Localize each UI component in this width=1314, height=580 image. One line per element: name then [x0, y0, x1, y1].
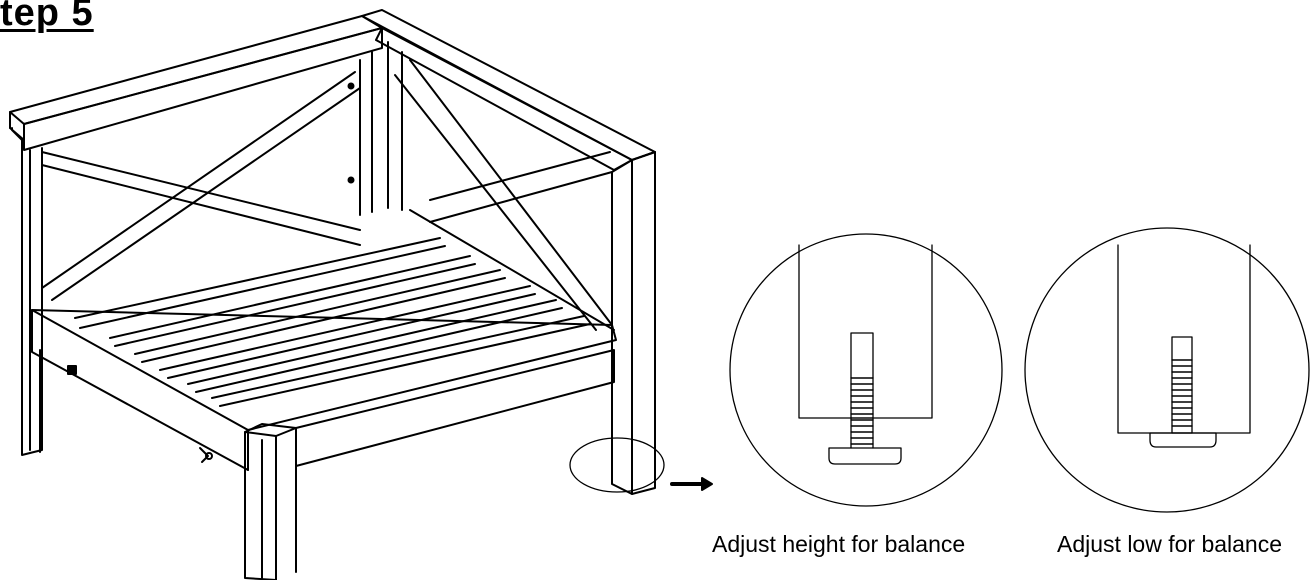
right-arrow-icon — [670, 477, 713, 491]
caption-low-adjust: Adjust low for balance — [1057, 531, 1283, 557]
left-front-post — [244, 423, 297, 580]
bolt-thread — [1171, 359, 1193, 427]
detail-zoom-ellipse — [569, 437, 665, 493]
back-top-rail — [9, 15, 383, 151]
sofa-frame — [9, 9, 656, 580]
left-x-brace — [41, 71, 361, 301]
seat-front-rail — [31, 309, 617, 471]
seat-slats — [74, 237, 591, 407]
caption-height-adjust: Adjust height for balance — [712, 531, 966, 557]
leg-hardware — [67, 365, 213, 463]
step-title: tep 5 — [0, 0, 94, 34]
right-x-brace — [394, 59, 615, 331]
left-back-post — [11, 127, 43, 456]
detail-height-adjust — [729, 233, 1003, 507]
bolt-thread — [850, 377, 874, 445]
corner-post — [347, 41, 403, 216]
detail-low-adjust — [1024, 227, 1310, 513]
right-front-post — [611, 151, 656, 495]
